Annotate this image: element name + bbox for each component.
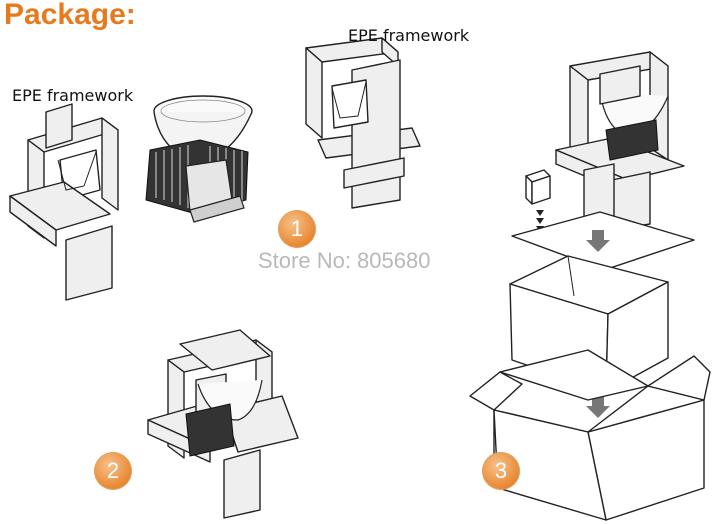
epe-frame-step3	[555, 51, 685, 231]
step-badge-2: 2	[94, 452, 132, 490]
accessory-box	[525, 169, 551, 232]
outer-carton	[469, 349, 711, 521]
step-badge-1: 1	[278, 210, 316, 248]
epe-framework-label-top: EPE framework	[348, 26, 470, 45]
epe-framework-label-left: EPE framework	[12, 86, 134, 105]
page-title: Package:	[4, 0, 136, 31]
store-watermark: Store No: 805680	[258, 248, 431, 273]
step-badge-3: 3	[482, 452, 520, 490]
epe-frame-step2	[147, 329, 299, 519]
epe-frame-left	[9, 103, 119, 301]
epe-frame-top	[305, 37, 421, 209]
lamp-illustration	[145, 95, 253, 223]
